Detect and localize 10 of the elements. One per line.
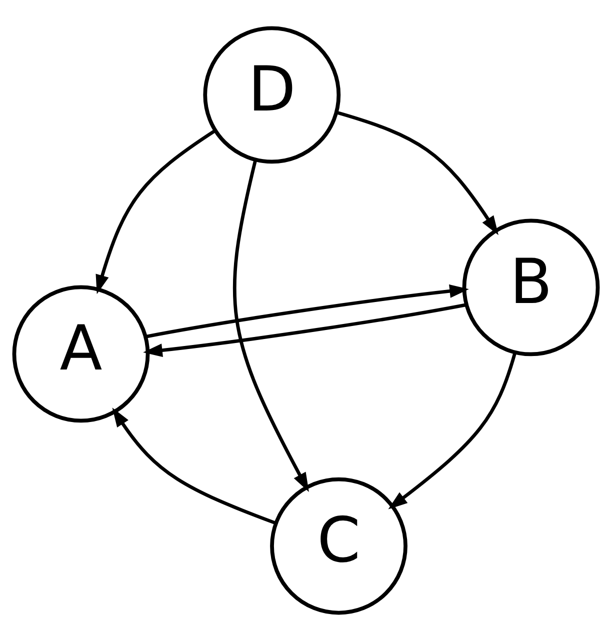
node-circle: A [12,285,150,423]
arrow [388,352,517,510]
arrow [96,129,216,294]
node-circle: B [462,218,600,356]
node-circle: D [203,26,341,164]
arrow [336,110,498,236]
arrow [143,303,467,358]
arrow [112,408,276,525]
arrow [233,159,309,492]
arrow [145,284,469,338]
